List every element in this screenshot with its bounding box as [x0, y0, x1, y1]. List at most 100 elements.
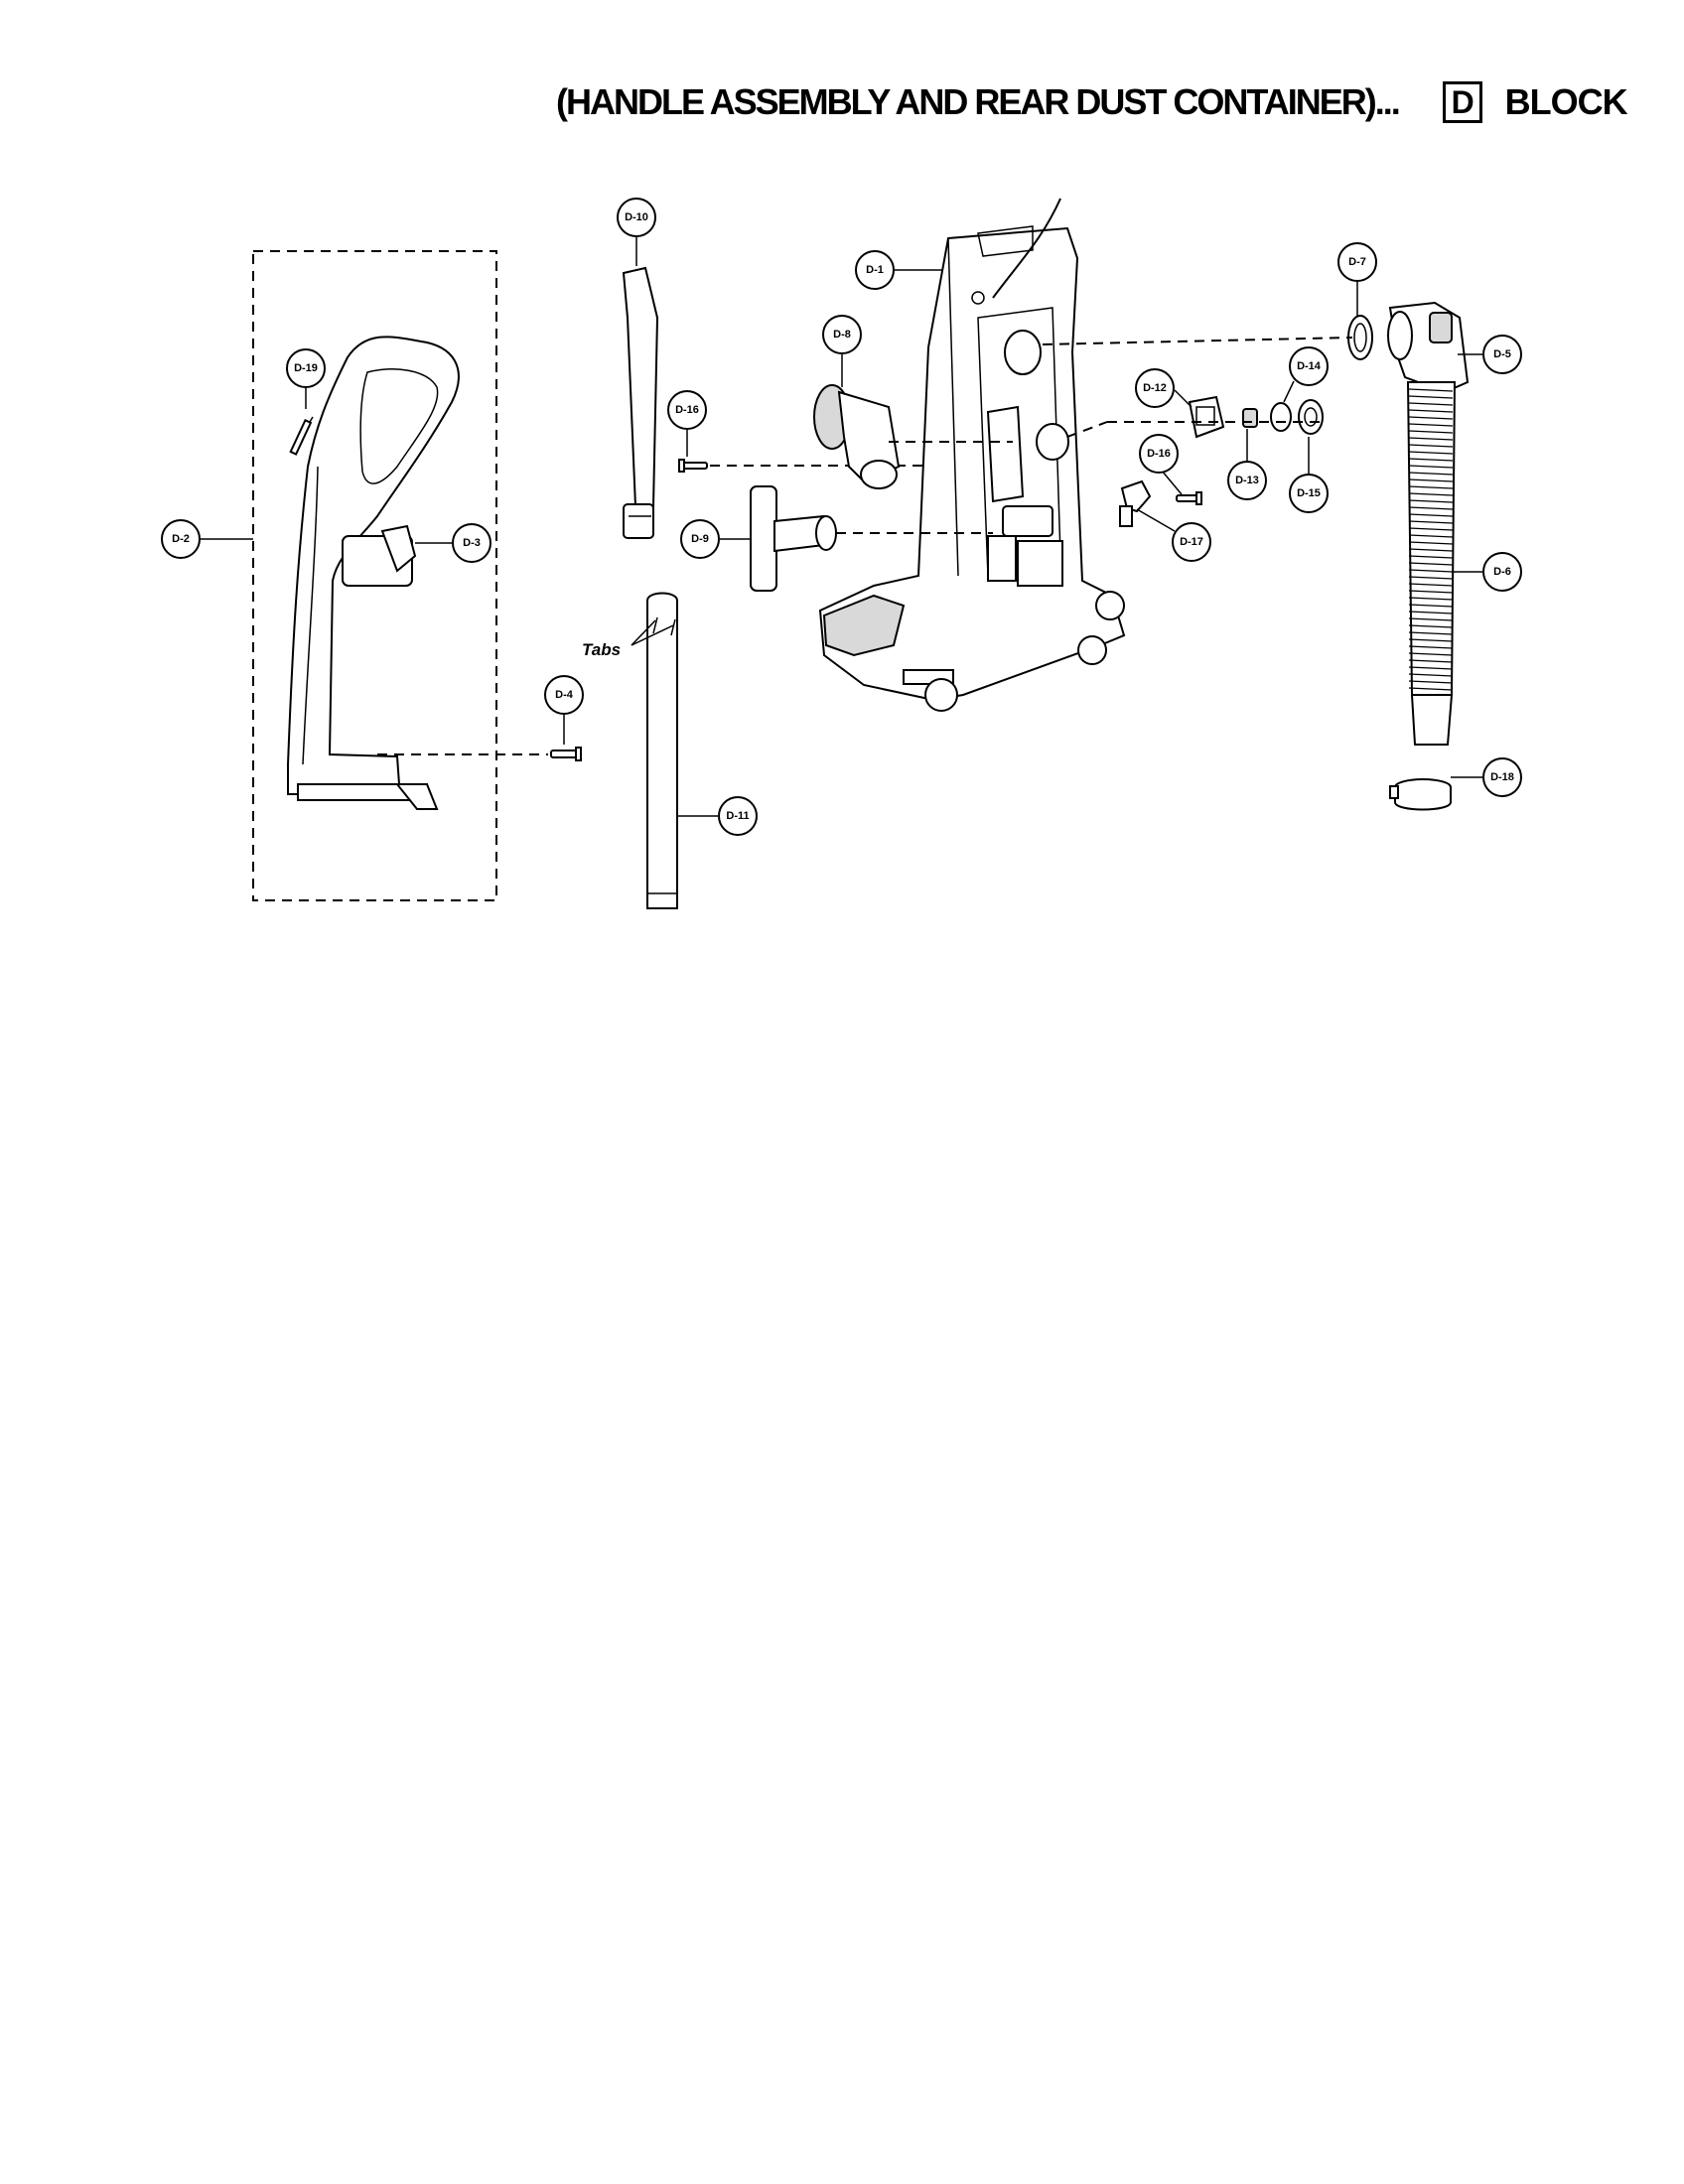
hose-rib — [1408, 666, 1454, 670]
handle-grip-part — [287, 336, 460, 810]
screw-part-d16-left — [678, 459, 708, 473]
svg-text:D-10: D-10 — [625, 211, 648, 223]
handle-label-part — [289, 418, 313, 456]
hose-rib — [1408, 611, 1454, 614]
hose-rib — [1408, 520, 1454, 524]
hose-rib — [1408, 583, 1454, 587]
svg-text:D-19: D-19 — [294, 362, 318, 374]
hose-rib — [1408, 604, 1454, 608]
hose-rib — [1408, 416, 1454, 420]
hose-rib — [1408, 569, 1454, 573]
hose-rib — [1408, 499, 1454, 503]
svg-text:D-14: D-14 — [1297, 360, 1322, 372]
cap-part-d15 — [1298, 399, 1324, 435]
callout-d14: D-14 — [1289, 346, 1329, 386]
knob-part-d14 — [1270, 402, 1292, 432]
hose-rib — [1408, 638, 1454, 642]
diagram-title: (HANDLE ASSEMBLY AND REAR DUST CONTAINER… — [556, 81, 1401, 122]
hose-rib — [1408, 485, 1454, 489]
hose-rib — [1408, 680, 1454, 684]
hose-rib — [1408, 659, 1454, 663]
hose-rib — [1408, 492, 1454, 496]
svg-text:D-18: D-18 — [1490, 771, 1514, 783]
page-header: (HANDLE ASSEMBLY AND REAR DUST CONTAINER… — [556, 81, 1628, 131]
hose-rib — [1408, 548, 1454, 552]
hose-rib — [1408, 458, 1454, 462]
hose-rib — [1408, 409, 1454, 413]
svg-text:D-2: D-2 — [172, 533, 190, 545]
d12-connection-line — [1066, 421, 1108, 438]
hose-rib — [1408, 541, 1454, 545]
tabs-label: Tabs — [582, 640, 621, 659]
hose-rib — [1408, 388, 1454, 392]
svg-text:D-15: D-15 — [1297, 487, 1321, 499]
svg-text:D-11: D-11 — [726, 810, 749, 822]
hose-rib — [1408, 430, 1454, 434]
hose-rib — [1408, 645, 1454, 649]
callout-d4: D-4 — [544, 675, 584, 715]
hose-rib — [1408, 437, 1454, 441]
hose-rib — [1408, 527, 1454, 531]
hose-rib — [1408, 534, 1454, 538]
callout-d13: D-13 — [1227, 461, 1267, 500]
hose-rib — [1408, 513, 1454, 517]
leader-lines — [201, 235, 1482, 817]
hose-rib — [1408, 576, 1454, 580]
svg-text:D-16: D-16 — [675, 404, 699, 416]
svg-text:D-13: D-13 — [1235, 475, 1259, 486]
hose-rib — [1408, 478, 1454, 482]
svg-text:D-4: D-4 — [555, 689, 574, 701]
callout-d7: D-7 — [1337, 242, 1377, 282]
hose-rib — [1408, 687, 1454, 691]
svg-text:D-17: D-17 — [1180, 536, 1203, 548]
latch-part-d12 — [1188, 395, 1225, 439]
screw-part-d4 — [550, 747, 582, 761]
callout-d16-left: D-16 — [667, 390, 707, 430]
callout-d1: D-1 — [855, 250, 895, 290]
hose-rib — [1408, 617, 1454, 621]
hose-rib — [1408, 465, 1454, 469]
hose-rib — [1408, 451, 1454, 455]
callout-d17: D-17 — [1172, 522, 1211, 562]
block-label: BLOCK — [1504, 81, 1628, 122]
hose-rib — [1408, 555, 1454, 559]
callout-d16-right: D-16 — [1139, 434, 1179, 474]
hose-rib — [1408, 506, 1454, 510]
hose-rib — [1408, 673, 1454, 677]
clip-part-d17 — [1119, 479, 1152, 527]
svg-text:D-9: D-9 — [691, 533, 709, 545]
crevice-tool-part — [622, 266, 659, 539]
svg-text:D-7: D-7 — [1348, 256, 1366, 268]
svg-text:D-5: D-5 — [1493, 348, 1511, 360]
hose-ring-part-d18 — [1389, 778, 1452, 811]
handle-assembly-enclosure — [252, 250, 497, 901]
callout-d10: D-10 — [617, 198, 656, 237]
hose-rib — [1408, 472, 1454, 476]
callout-d9: D-9 — [680, 519, 720, 559]
svg-text:D-8: D-8 — [833, 329, 851, 341]
upholstery-tool-part — [750, 485, 837, 592]
screw-part-d16-right — [1176, 491, 1202, 505]
hose-rib — [1408, 395, 1454, 399]
hose-rib — [1408, 624, 1454, 628]
d7-connection-line — [1042, 337, 1353, 345]
hose-cuff-part-d5 — [1387, 301, 1470, 394]
callout-d6: D-6 — [1482, 552, 1522, 592]
vacuum-body-part — [818, 198, 1126, 712]
svg-text:D-1: D-1 — [866, 264, 884, 276]
hose-rib — [1408, 631, 1454, 635]
callout-d8: D-8 — [822, 315, 862, 354]
callout-d12: D-12 — [1135, 368, 1175, 408]
hose-ribs — [1408, 388, 1454, 691]
svg-text:D-12: D-12 — [1143, 382, 1167, 394]
hose-rib — [1408, 562, 1454, 566]
hose-rib — [1408, 590, 1454, 594]
svg-text:D-6: D-6 — [1493, 566, 1511, 578]
svg-text:D-3: D-3 — [463, 537, 481, 549]
callout-d2: D-2 — [161, 519, 201, 559]
callout-d15: D-15 — [1289, 474, 1329, 513]
hose-rib — [1408, 597, 1454, 601]
tabs-leader-2 — [631, 624, 674, 646]
callout-d11: D-11 — [718, 796, 758, 836]
